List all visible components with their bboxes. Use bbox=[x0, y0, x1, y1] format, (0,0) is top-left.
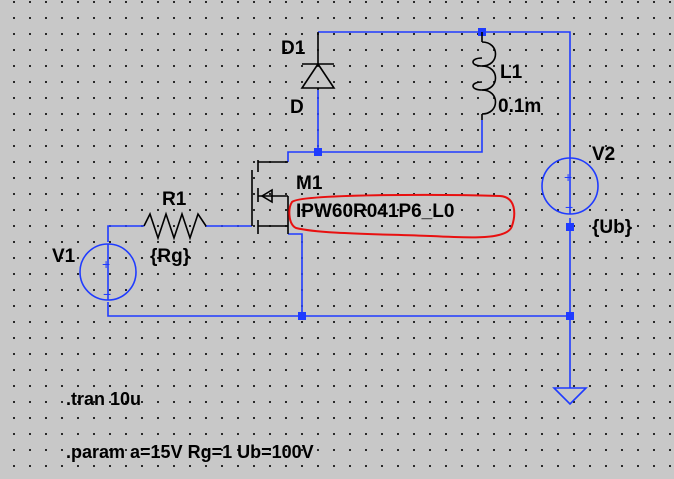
m1-ref-label: M1 bbox=[296, 173, 323, 194]
r1-ref-label: R1 bbox=[162, 189, 187, 210]
junction-source-bottom bbox=[298, 312, 306, 320]
l1-ref-label: L1 bbox=[500, 62, 523, 83]
wire-r1-to-v1[interactable] bbox=[107, 225, 144, 242]
v1-ref-label: V1 bbox=[52, 246, 76, 267]
v2-ref-label: V2 bbox=[592, 144, 615, 165]
svg-text:−: − bbox=[103, 286, 111, 302]
m1-value-label: IPW60R041P6_L0 bbox=[296, 201, 454, 222]
r1-value-label: {Rg} bbox=[150, 246, 191, 267]
voltage-source-v1[interactable]: + − bbox=[79, 243, 137, 302]
v2-value-label: {Ub} bbox=[592, 217, 633, 238]
d1-ref-label: D1 bbox=[281, 38, 306, 59]
mosfet-m1[interactable] bbox=[251, 160, 289, 234]
highlight-oval bbox=[288, 193, 516, 239]
svg-text:+: + bbox=[102, 256, 110, 272]
svg-text:+: + bbox=[564, 169, 572, 185]
resistor-r1[interactable] bbox=[143, 211, 207, 241]
d1-value-label: D bbox=[290, 97, 304, 118]
voltage-source-v2[interactable]: + − bbox=[541, 157, 599, 215]
wire-source[interactable] bbox=[288, 233, 303, 316]
svg-text:−: − bbox=[565, 199, 573, 215]
inductor-l1[interactable] bbox=[472, 32, 497, 120]
wires bbox=[107, 31, 571, 388]
param-directive[interactable]: .param a=15V Rg=1 Ub=100V bbox=[66, 442, 314, 462]
ground-symbol[interactable] bbox=[552, 387, 588, 406]
junction-drain bbox=[314, 148, 322, 156]
diode-d1[interactable] bbox=[300, 32, 336, 90]
wire-drain-node-to-l1[interactable] bbox=[318, 120, 483, 153]
wire-v1-bottom[interactable] bbox=[107, 302, 570, 317]
junction-v2-minus bbox=[566, 223, 574, 231]
l1-value-label: 0.1m bbox=[498, 96, 541, 117]
wire-drain[interactable] bbox=[287, 151, 318, 162]
tran-directive[interactable]: .tran 10u bbox=[66, 389, 141, 409]
junction-bottom-right bbox=[566, 312, 574, 320]
wire-top-rail[interactable] bbox=[318, 31, 571, 158]
